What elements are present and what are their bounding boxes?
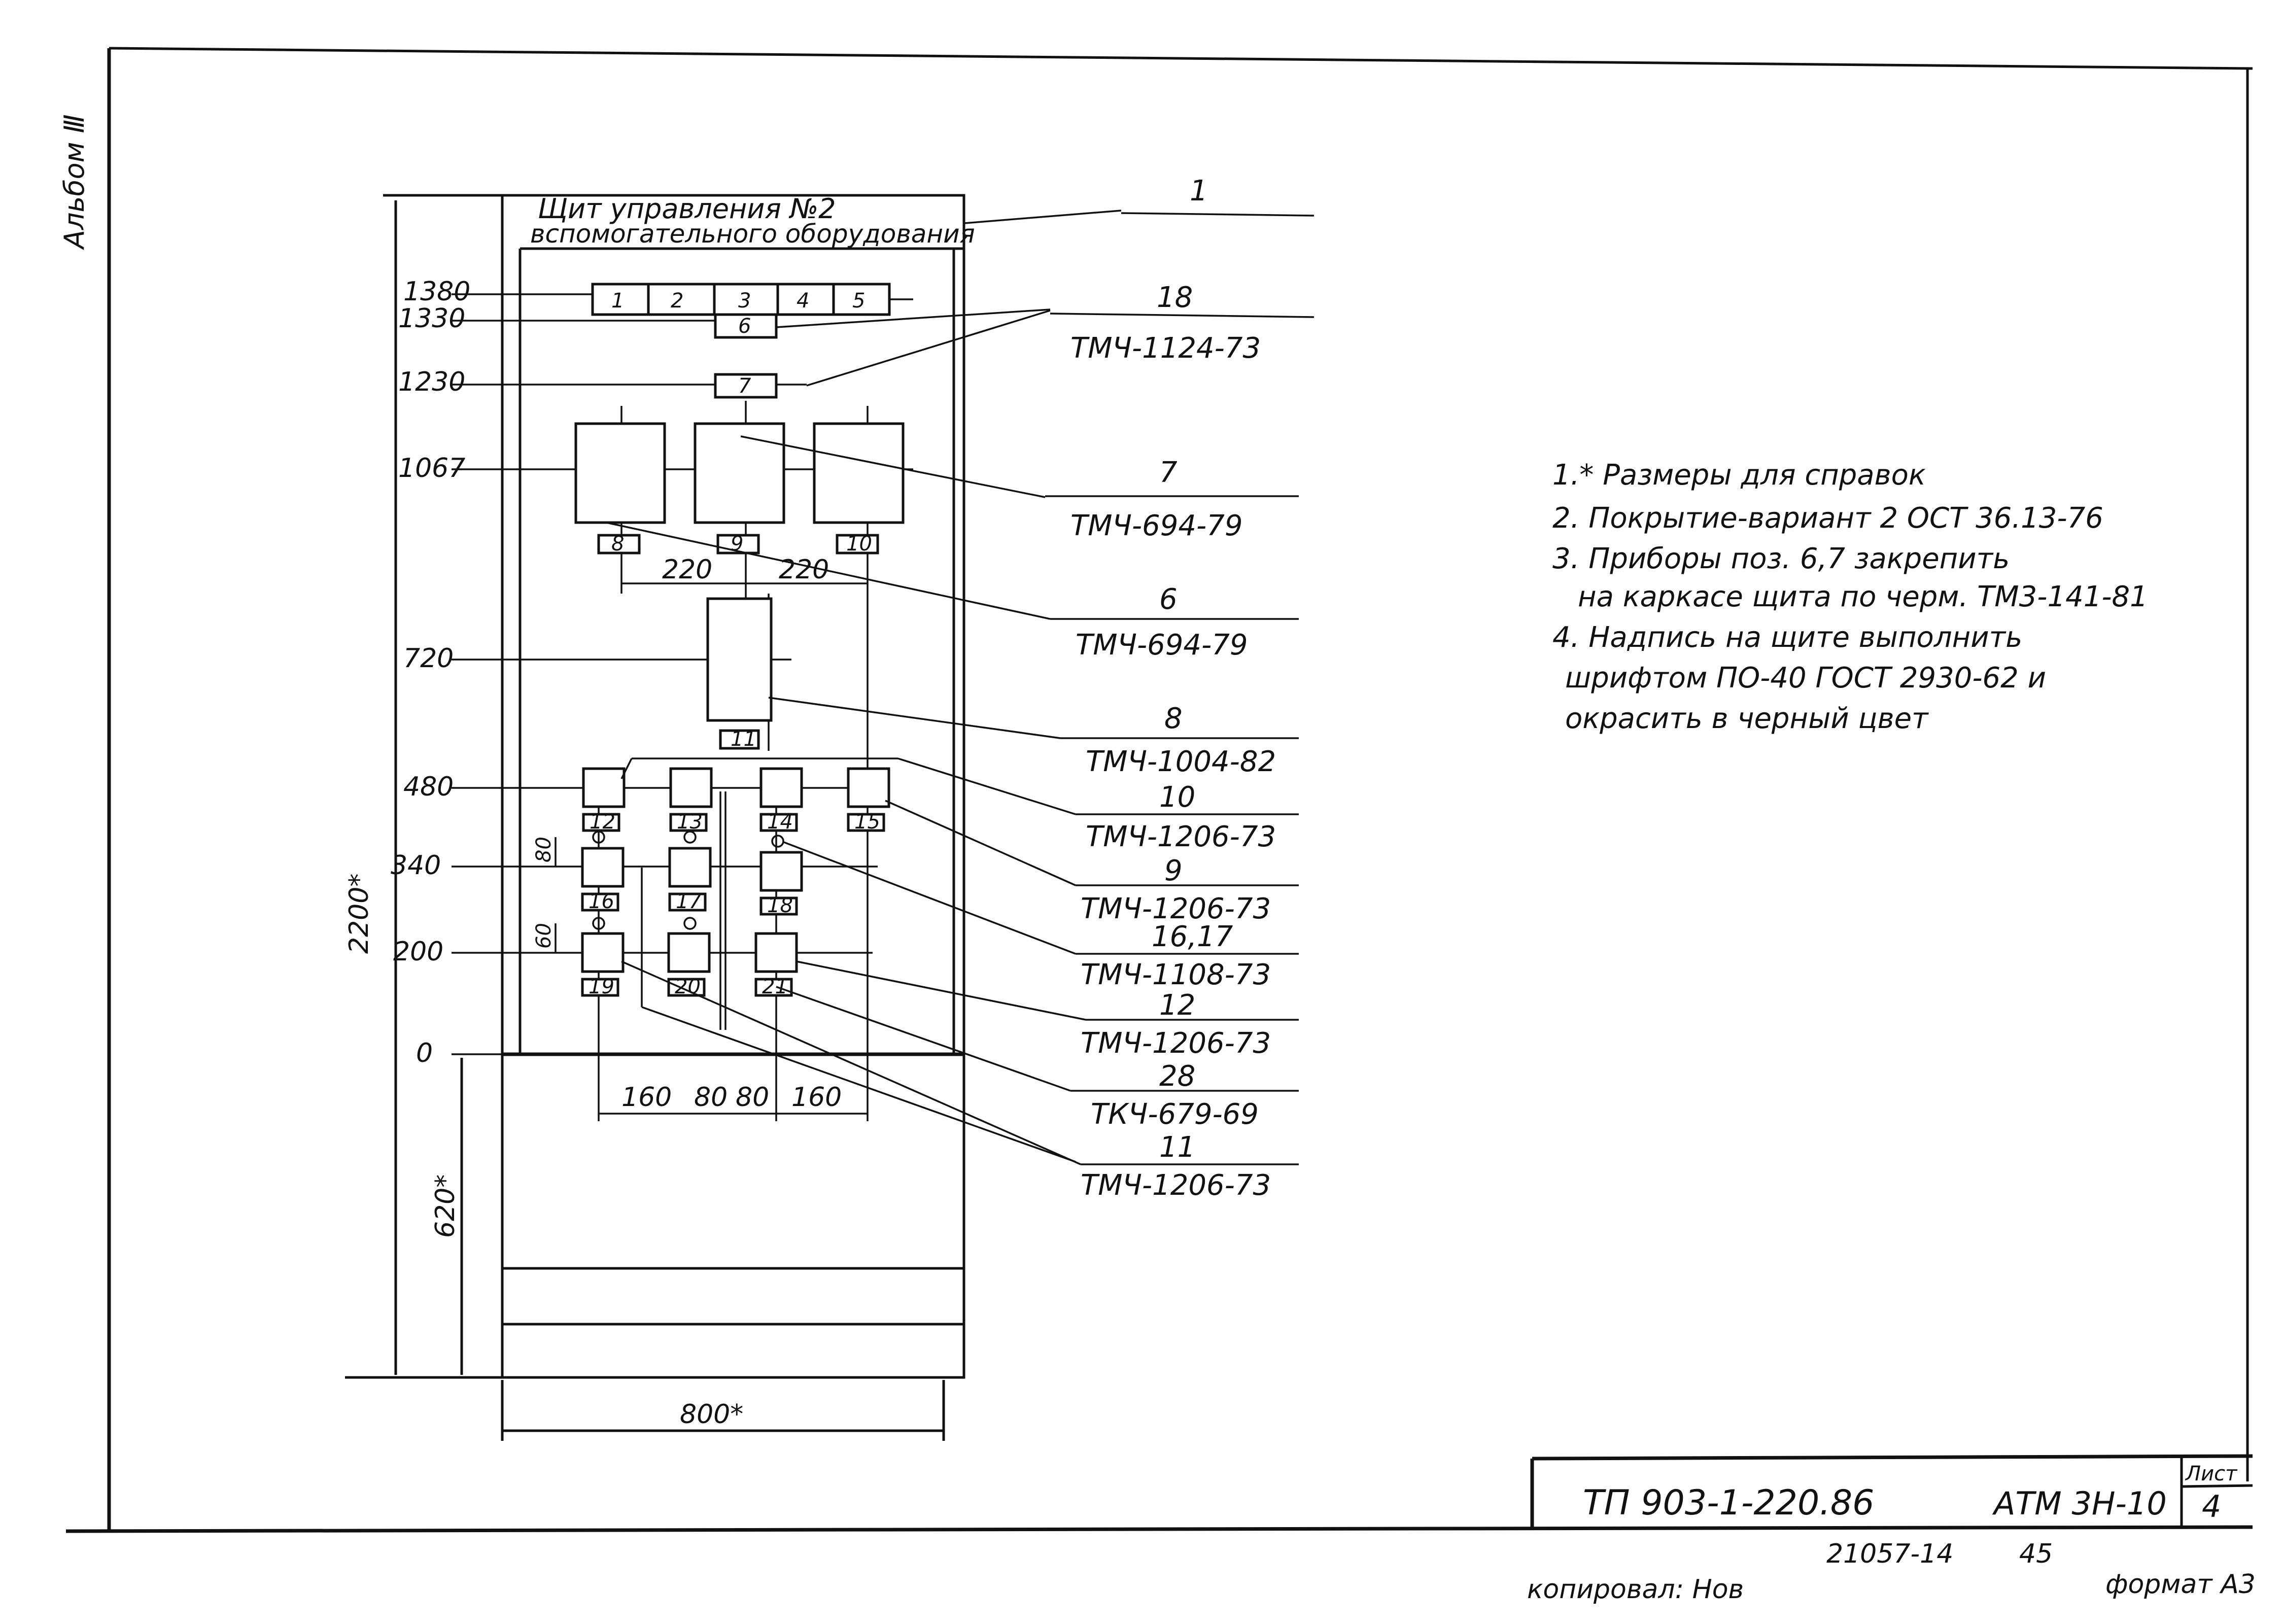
note-4-cont-2: окрасить в черный цвет [1565,702,1929,735]
callout-doc-10: ТМЧ-1206-73 [1086,820,1276,853]
dim-bottom-160-right: 160 [791,1082,842,1113]
lamp-label-14: 14 [767,810,793,834]
callout-pos-10: 10 [1159,781,1195,814]
meter-label-8: 8 [611,532,624,556]
callout-doc-12: ТМЧ-1206-73 [1081,1027,1271,1060]
level-dim-1067: 1067 [398,453,465,483]
button-label-6: 6 [738,315,751,338]
dim-bottom-80-left: 80 [694,1082,728,1113]
callout-pos-6: 6 [1159,583,1178,616]
button-label-4: 4 [797,289,809,313]
callout-pos-8: 8 [1164,702,1183,735]
inventory-number: 21057-14 [1826,1539,1953,1569]
callout-pos-9: 9 [1164,854,1183,887]
callout-pos-1: 1 [1190,175,1208,208]
lamp-label-17: 17 [676,890,702,913]
dim-2200-vertical: 2200* [344,874,374,954]
level-dim-480: 480 [403,772,454,802]
level-dim-340: 340 [391,850,441,881]
note-4: 4. Надпись на щите выполнить [1552,621,2022,654]
title-block [1530,1454,2253,1530]
callout-pos-7: 7 [1159,456,1178,489]
lamp-row-480 [582,767,890,832]
lamp-row-340 [581,831,803,930]
callout-pos-11: 11 [1159,1131,1195,1164]
margin-stamp: Альбом Ⅲ [58,114,90,250]
doc-number: ТП 903-1-220.86 [1583,1483,1874,1523]
callout-doc-11: ТМЧ-1206-73 [1081,1169,1271,1202]
level-dim-720: 720 [403,643,454,674]
lamp-label-19: 19 [589,975,614,998]
dim-60-vertical: 60 [532,923,556,949]
callout-pos-28: 28 [1159,1060,1195,1093]
level-leaders [452,293,913,1055]
callout-doc-8: ТМЧ-1004-82 [1086,745,1276,778]
dim-220-left: 220 [662,555,712,585]
dim-bottom-80-right: 80 [736,1082,769,1113]
panel-title-line-1: Щит управления №2 [538,193,836,225]
notes-block: 1.* Размеры для справок 2. Покрытие-вари… [1552,459,2148,735]
button-label-2: 2 [671,289,683,313]
meters-row [574,422,905,584]
callout-doc-6: ТМЧ-694-79 [1076,629,1248,662]
callout-doc-28: ТКЧ-679-69 [1091,1098,1259,1131]
note-1: 1.* Размеры для справок [1552,459,1926,492]
callout-pos-12: 12 [1159,989,1195,1022]
sheet-frame [65,47,2253,1533]
tall-device-label: 11 [731,728,756,751]
level-dim-1330: 1330 [398,303,465,334]
level-dim-200: 200 [393,937,443,967]
level-dim-1230: 1230 [398,367,465,397]
button-label-3: 3 [738,289,751,313]
note-3-cont: на каркасе щита по черм. ТМ3-141-81 [1578,580,2148,613]
callout-leaders [606,210,1315,1165]
lamp-label-16: 16 [589,890,614,913]
dim-800-horizontal: 800* [680,1399,743,1430]
callout-pos-16-17: 16,17 [1152,920,1233,953]
dim-80-vertical: 80 [532,837,556,862]
callout-doc-9: ТМЧ-1206-73 [1081,892,1271,925]
note-2: 2. Покрытие-вариант 2 ОСТ 36.13-76 [1552,502,2103,535]
callout-doc-18: ТМЧ-1124-73 [1070,332,1261,365]
note-3: 3. Приборы поз. 6,7 закрепить [1552,542,2010,575]
lamp-label-12: 12 [590,810,615,834]
overall-dims [345,194,945,1441]
callout-pos-18: 18 [1157,281,1193,314]
lamp-label-15: 15 [854,810,880,834]
format-label: формат А3 [2105,1569,2256,1600]
control-panel [501,194,965,1379]
page-number: 45 [2019,1539,2053,1569]
sheet-code: АТМ 3Н-10 [1992,1485,2167,1522]
copied-by: копировал: Нов [1527,1574,1744,1605]
callout-doc-16-17: ТМЧ-1108-73 [1081,958,1271,991]
top-button-row [591,283,913,399]
callout-doc-7: ТМЧ-694-79 [1070,509,1242,542]
panel-title-line-2: вспомогательного оборудования [530,219,975,249]
dim-bottom-160-left: 160 [621,1082,672,1113]
lamp-label-18: 18 [767,894,793,917]
level-dim-0: 0 [416,1038,433,1068]
lamp-label-13: 13 [677,810,703,834]
tall-device [706,597,773,750]
level-dim-1380: 1380 [403,277,470,307]
note-4-cont-1: шрифтом ПО-40 ГОСТ 2930-62 и [1565,662,2046,695]
lamp-row-200 [581,932,798,997]
button-label-7: 7 [738,374,751,398]
sheet-number: 4 [2202,1489,2221,1525]
lamp-label-21: 21 [762,975,788,998]
dim-620-vertical: 620* [430,1174,461,1238]
sheet-label: Лист [2185,1462,2238,1485]
button-label-1: 1 [611,289,624,313]
button-label-5: 5 [852,289,865,313]
meter-label-10: 10 [846,532,872,556]
